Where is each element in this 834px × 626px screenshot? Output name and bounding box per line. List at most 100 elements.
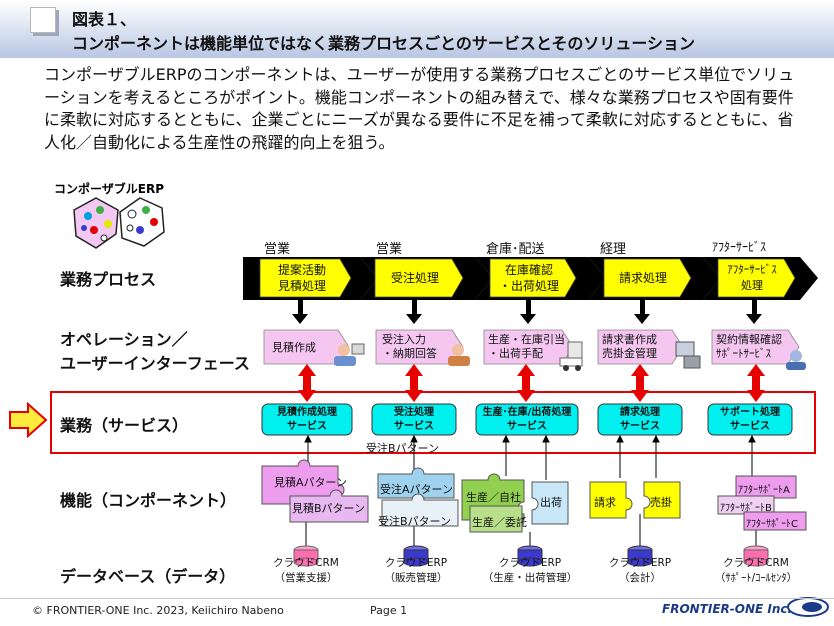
footer-page-number: Page 1 bbox=[370, 604, 408, 617]
component-seisan-itaku: 生産／委託 bbox=[472, 516, 527, 529]
stage-2-operation: 受注入力 ・納期回答 bbox=[382, 333, 437, 361]
stage-1-process-line-2: 見積処理 bbox=[277, 279, 326, 293]
stage-4-process-line-1: 請求処理 bbox=[618, 271, 667, 285]
service-row-highlight-frame bbox=[50, 391, 816, 454]
puzzle-pieces bbox=[261, 459, 807, 533]
component-shukka: 出荷 bbox=[540, 496, 562, 509]
footer-copyright: © FRONTIER-ONE Inc. 2023, Keiichiro Nabe… bbox=[32, 604, 284, 617]
row-label-process: 業務プロセス bbox=[60, 270, 157, 289]
stage-5-service-line-1: サポート処理 bbox=[720, 407, 780, 418]
stage-5-database-line-2: （ｻﾎﾟｰﾄ/ｺｰﾙｾﾝﾀ） bbox=[714, 572, 798, 584]
service-cyan-boxes bbox=[261, 403, 793, 436]
component-juchu-b: 受注Bパターン bbox=[378, 515, 451, 528]
row-label-service: 業務（サービス） bbox=[60, 416, 189, 435]
row-label-operation-2: ユーザーインターフェース bbox=[60, 354, 250, 373]
operation-pink-boxes bbox=[263, 329, 800, 365]
stage-1-service-line-1: 見積作成処理 bbox=[277, 407, 337, 418]
stage-1-operation: 見積作成 bbox=[272, 341, 316, 355]
row-label-function: 機能（コンポーネント） bbox=[60, 491, 237, 510]
stage-5-process-line-2: 処理 bbox=[741, 279, 763, 292]
footer-brand: FRONTIER-ONE Inc. bbox=[662, 602, 793, 616]
stage-4-database: クラウドERP （会計） bbox=[590, 556, 690, 586]
stage-5-process-line-1: ｱﾌﾀｰｻｰﾋﾞｽ bbox=[727, 263, 777, 276]
stage-4-service-line-1: 請求処理 bbox=[620, 407, 660, 418]
stage-4-category: 経理 bbox=[600, 242, 627, 257]
title-line-1: 図表１、 bbox=[72, 10, 137, 29]
component-mitsumori-a: 見積Aパターン bbox=[274, 476, 347, 489]
intro-paragraph: コンポーザブルERPのコンポーネントは、ユーザーが使用する業務プロセスごとのサー… bbox=[44, 65, 795, 152]
stage-2-service: 受注処理 サービス bbox=[372, 406, 456, 434]
footer-divider bbox=[0, 598, 834, 599]
stage-2-database-line-2: （販売管理） bbox=[384, 572, 448, 584]
component-after-c: ｱﾌﾀｰｻﾎﾟｰﾄC bbox=[746, 519, 798, 530]
stage-3-process-line-1: 在庫確認 bbox=[504, 263, 553, 277]
process-yellow-boxes bbox=[259, 258, 796, 298]
stage-2-category: 営業 bbox=[376, 242, 403, 257]
stage-5-category: ｱﾌﾀｰｻｰﾋﾞｽ bbox=[712, 240, 767, 254]
component-seikyu: 請求 bbox=[594, 496, 616, 509]
stage-3-process-line-2: ・出荷処理 bbox=[498, 279, 559, 293]
stage-5-service-line-2: サービス bbox=[730, 421, 770, 432]
title-square-icon bbox=[30, 7, 56, 33]
thin-connector-arrows bbox=[304, 434, 757, 546]
stage-2-process: 受注処理 bbox=[375, 270, 455, 286]
stage-5-operation-line-2: ｻﾎﾟｰﾄｻｰﾋﾞｽ bbox=[716, 347, 771, 360]
stage-1-operation-line-1: 見積作成 bbox=[272, 341, 316, 354]
component-urikake: 売掛 bbox=[650, 496, 672, 509]
stage-2-process-line-1: 受注処理 bbox=[390, 271, 439, 285]
stage-5-database-line-1: クラウドCRM bbox=[723, 557, 789, 569]
stage-2-database-line-1: クラウドERP bbox=[384, 557, 448, 569]
stage-3-database-line-1: クラウドERP bbox=[498, 557, 562, 569]
stage-4-operation-line-2: 売掛金管理 bbox=[602, 347, 657, 360]
title-bar bbox=[0, 0, 834, 58]
component-juchu-a: 受注Aパターン bbox=[380, 483, 453, 496]
stage-1-database: クラウドCRM （営業支援） bbox=[256, 556, 356, 586]
component-seisan-jisha: 生産／自社 bbox=[466, 491, 521, 504]
composable-erp-label: コンポーザブルERP bbox=[54, 182, 164, 196]
operator-icons bbox=[334, 341, 806, 371]
stage-1-service: 見積作成処理 サービス bbox=[262, 406, 352, 434]
stage-3-process: 在庫確認 ・出荷処理 bbox=[490, 262, 568, 294]
row-label-database: データベース（データ） bbox=[60, 567, 236, 586]
stage-3-operation: 生産・在庫引当 ・出荷手配 bbox=[488, 333, 565, 361]
stage-1-process-line-1: 提案活動 bbox=[277, 263, 326, 277]
component-after-b: ｱﾌﾀｰｻﾎﾟｰﾄB bbox=[720, 503, 772, 514]
stage-2-service-line-2: サービス bbox=[394, 421, 434, 432]
stage-2-operation-line-1: 受注入力 bbox=[382, 333, 426, 346]
stage-5-operation: 契約情報確認 ｻﾎﾟｰﾄｻｰﾋﾞｽ bbox=[716, 333, 782, 361]
stage-3-database-line-2: （生産・出荷管理） bbox=[482, 572, 578, 584]
row-label-operation-1: オペレーション／ bbox=[60, 330, 188, 349]
stage-4-database-line-2: （会計） bbox=[619, 572, 661, 584]
stage-1-database-line-2: （営業支援） bbox=[274, 572, 338, 584]
footer-logo-mark bbox=[787, 597, 829, 617]
stage-5-process: ｱﾌﾀｰｻｰﾋﾞｽ 処理 bbox=[716, 262, 788, 294]
component-after-a: ｱﾌﾀｰｻﾎﾟｰﾄA bbox=[738, 485, 790, 496]
stage-2-database: クラウドERP （販売管理） bbox=[366, 556, 466, 586]
stage-1-category: 営業 bbox=[264, 242, 291, 257]
stage-5-database: クラウドCRM （ｻﾎﾟｰﾄ/ｺｰﾙｾﾝﾀ） bbox=[700, 556, 812, 586]
stage-4-database-line-1: クラウドERP bbox=[608, 557, 672, 569]
service-note-label: 受注Bパターン bbox=[366, 442, 439, 455]
stage-5-service: サポート処理 サービス bbox=[708, 406, 792, 434]
stage-4-operation: 請求書作成 売掛金管理 bbox=[602, 333, 657, 361]
stage-2-operation-line-2: ・納期回答 bbox=[382, 347, 437, 360]
stage-4-operation-line-1: 請求書作成 bbox=[602, 333, 657, 346]
composable-erp-logo-icon bbox=[73, 197, 165, 249]
database-cylinders bbox=[293, 545, 769, 567]
component-mitsumori-b: 見積Bパターン bbox=[292, 502, 365, 515]
stage-4-service: 請求処理 サービス bbox=[598, 406, 682, 434]
stage-3-service: 生産･在庫/出荷処理 サービス bbox=[476, 406, 578, 434]
red-double-arrows bbox=[298, 364, 765, 402]
highlight-pointer-arrow-icon bbox=[9, 402, 48, 438]
stage-3-operation-line-2: ・出荷手配 bbox=[488, 347, 543, 360]
stage-3-operation-line-1: 生産・在庫引当 bbox=[488, 333, 565, 346]
stage-3-database: クラウドERP （生産・出荷管理） bbox=[472, 556, 588, 586]
stage-4-process: 請求処理 bbox=[604, 270, 682, 286]
stage-1-service-line-2: サービス bbox=[287, 421, 327, 432]
stage-3-category: 倉庫･配送 bbox=[486, 242, 545, 257]
title-line-2: コンポーネントは機能単位ではなく業務プロセスごとのサービスとそのソリューション bbox=[72, 34, 696, 53]
stage-3-service-line-2: サービス bbox=[507, 421, 547, 432]
down-arrows-process-to-operation bbox=[292, 300, 762, 324]
